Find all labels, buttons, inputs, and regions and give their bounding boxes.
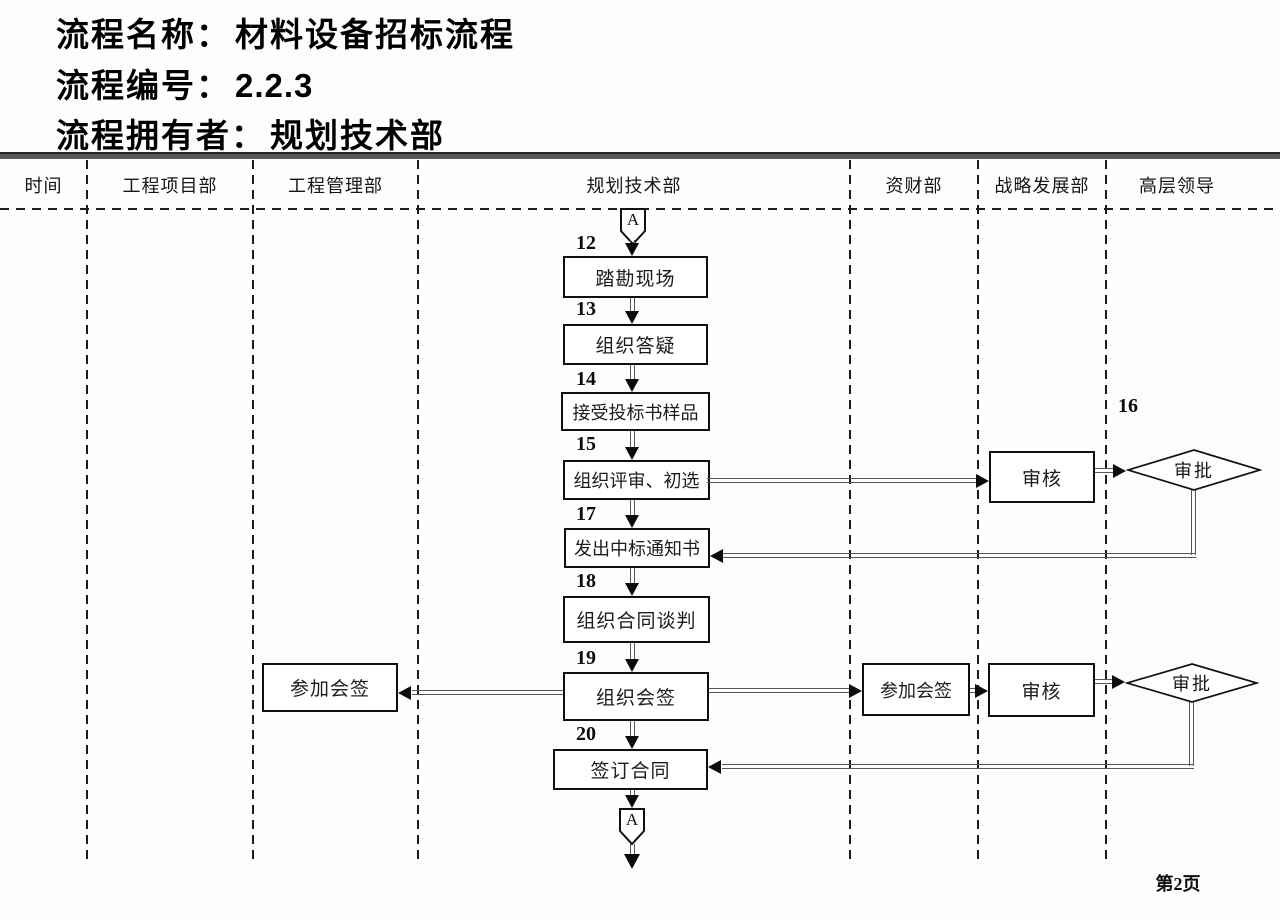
step-18-box: 组织合同谈判 — [563, 596, 710, 643]
flow-line — [1189, 702, 1194, 766]
review-2-box: 审核 — [988, 663, 1095, 717]
connector-bottom-label: A — [625, 810, 639, 829]
flow-line — [1095, 468, 1113, 473]
arrowhead-down-icon — [625, 795, 639, 808]
step-14-number: 14 — [576, 368, 596, 390]
lane-label-strategy-dept: 战略发展部 — [994, 176, 1090, 196]
arrowhead-left-icon — [398, 686, 411, 700]
arrowhead-right-icon — [849, 684, 862, 698]
arrowhead-left-icon — [710, 549, 723, 563]
lane-label-top-leaders: 高层领导 — [1139, 176, 1215, 196]
lane-divider — [977, 160, 979, 862]
process-owner-line: 流程拥有者：规划技术部 — [56, 109, 445, 157]
step-17-box: 发出中标通知书 — [564, 528, 710, 568]
title-separator-bar — [0, 152, 1280, 159]
lane-divider — [86, 160, 88, 862]
process-number-line: 流程编号：2.2.3 — [56, 59, 313, 107]
flow-line — [707, 478, 976, 483]
flow-line — [709, 688, 852, 693]
arrowhead-right-icon — [975, 684, 988, 698]
approval-1-label: 审批 — [1174, 461, 1214, 481]
flow-line — [723, 553, 1196, 558]
step-14-box: 接受投标书样品 — [561, 392, 710, 431]
flow-line — [630, 790, 635, 796]
process-number-label: 流程编号： — [56, 69, 231, 105]
step-12-box: 踏勘现场 — [563, 256, 708, 298]
lane-label-mgmt-dept: 工程管理部 — [288, 176, 383, 196]
lane-label-project-dept: 工程项目部 — [122, 176, 218, 196]
step-17-number: 17 — [576, 503, 596, 525]
flow-line — [630, 431, 635, 448]
page-number: 第2页 — [1155, 874, 1201, 894]
step-19-box: 组织会签 — [563, 672, 709, 721]
step-15-box: 组织评审、初选 — [563, 460, 710, 500]
process-name-label: 流程名称： — [56, 18, 231, 54]
arrowhead-right-icon — [1112, 675, 1125, 689]
arrowhead-down-icon — [625, 311, 639, 324]
arrowhead-down-icon — [625, 447, 639, 460]
review-1-box: 审核 — [989, 451, 1095, 503]
lane-divider — [1105, 160, 1107, 862]
lane-divider — [417, 160, 419, 862]
approval-1-diamond-shape — [1126, 449, 1262, 491]
arrowhead-down-icon — [625, 379, 639, 392]
flow-line — [722, 764, 1194, 769]
step-12-number: 12 — [576, 232, 596, 254]
flow-line — [630, 365, 635, 380]
connector-bottom-shape — [619, 808, 645, 846]
flow-line — [1095, 679, 1112, 684]
flow-line — [630, 568, 635, 584]
step-16-number: 16 — [1118, 395, 1138, 417]
flow-line — [970, 688, 978, 693]
arrowhead-right-icon — [1113, 464, 1126, 478]
lane-divider — [252, 160, 254, 862]
flow-line — [630, 298, 635, 312]
step-20-number: 20 — [576, 723, 596, 745]
process-name-value: 材料设备招标流程 — [235, 18, 515, 54]
connector-top-shape — [620, 208, 646, 246]
arrowhead-down-icon — [625, 736, 639, 749]
step-15-number: 15 — [576, 433, 596, 455]
arrowhead-down-icon — [625, 243, 639, 256]
connector-top-label: A — [626, 210, 640, 229]
lane-divider — [849, 160, 851, 862]
flow-line — [630, 500, 635, 515]
approval-2-label: 审批 — [1172, 674, 1212, 694]
arrowhead-down-icon — [625, 659, 639, 672]
step-13-number: 13 — [576, 298, 596, 320]
flow-line — [630, 721, 635, 737]
process-owner-label: 流程拥有者： — [56, 119, 266, 155]
arrowhead-left-icon — [708, 760, 721, 774]
approval-2-diamond-shape — [1125, 663, 1259, 703]
lane-label-finance-dept: 资财部 — [885, 176, 943, 196]
arrowhead-down-icon — [624, 854, 640, 869]
arrowhead-down-icon — [625, 583, 639, 596]
step-18-number: 18 — [576, 570, 596, 592]
process-number-value: 2.2.3 — [235, 67, 314, 104]
step-19-number: 19 — [576, 647, 596, 669]
step-20-box: 签订合同 — [553, 749, 708, 790]
process-owner-value: 规划技术部 — [270, 119, 445, 155]
flow-line — [412, 690, 563, 695]
lane-label-planning-dept: 规划技术部 — [586, 176, 682, 196]
process-name-line: 流程名称：材料设备招标流程 — [56, 8, 515, 56]
flow-line — [1191, 490, 1196, 555]
arrowhead-down-icon — [625, 515, 639, 528]
arrowhead-right-icon — [976, 474, 989, 488]
flow-line — [630, 643, 635, 660]
lane-label-time: 时间 — [24, 176, 63, 196]
countersign-mgmt-box: 参加会签 — [262, 663, 398, 712]
flow-line — [630, 844, 635, 855]
countersign-finance-box: 参加会签 — [862, 663, 970, 716]
step-13-box: 组织答疑 — [563, 324, 708, 365]
